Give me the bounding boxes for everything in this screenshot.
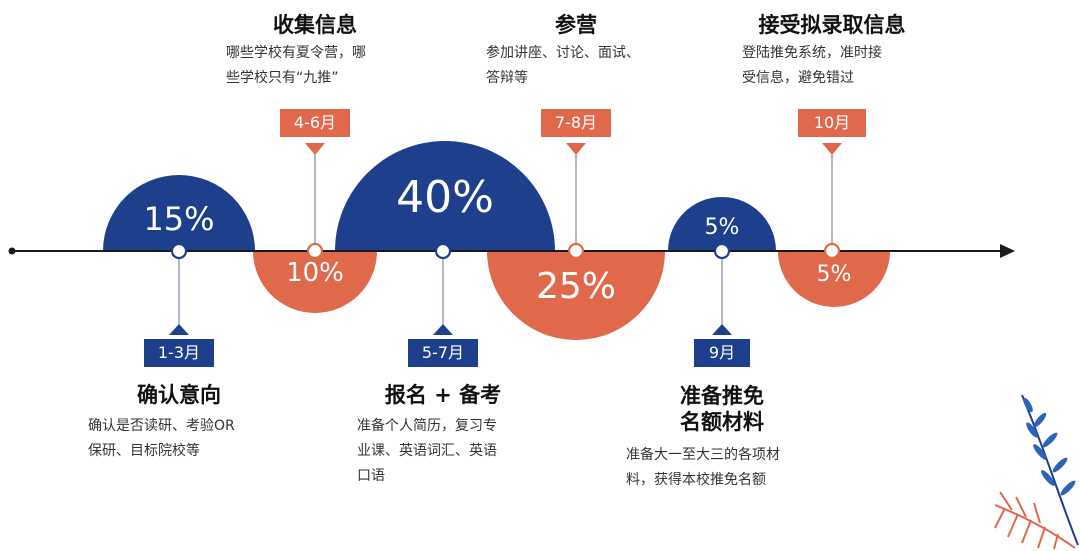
connector-lines: [178, 150, 833, 332]
stage-title-s6: 接受拟录取信息: [758, 13, 906, 37]
desc-line: 确认是否读研、考验OR: [88, 418, 235, 434]
stage-desc-s6: 登陆推免系统，准时接 受信息，避免错过: [742, 41, 942, 91]
percent-s3: 40%: [396, 172, 494, 223]
desc-line: 登陆推免系统，准时接: [742, 45, 882, 61]
up-arrow-icon: [433, 324, 453, 335]
stage-desc-s1: 确认是否读研、考验OR 保研、目标院校等: [88, 414, 288, 464]
stage-desc-s2: 哪些学校有夏令营，哪 些学校只有“九推”: [226, 41, 426, 91]
period-tag-s6: 10月: [798, 109, 866, 137]
desc-line: 准备大一至大三的各项材: [626, 447, 780, 463]
desc-line: 准备个人简历，复习专: [357, 418, 497, 434]
stage-title-s3: 报名 + 备考: [384, 383, 502, 407]
desc-line: 些学校只有“九推”: [226, 70, 339, 86]
semicircle-s5: [668, 197, 776, 251]
up-arrow-icon: [169, 324, 189, 335]
up-arrow-icon: [712, 324, 732, 335]
node-s3: [434, 242, 452, 260]
axis-arrow-icon: [1000, 244, 1015, 258]
down-arrow-icon: [566, 143, 586, 155]
period-tag-s3: 5-7月: [408, 339, 478, 367]
semicircle-s3: [335, 141, 555, 251]
period-tag-s4: 7-8月: [541, 109, 611, 137]
desc-line: 料，获得本校推免名额: [626, 472, 766, 488]
percent-s2: 10%: [286, 258, 344, 288]
leaf-decoration-icon: [994, 394, 1079, 550]
semicircle-s4: [487, 251, 665, 340]
desc-line: 答辩等: [486, 70, 528, 86]
axis-start-dot: [8, 247, 16, 255]
stage-title-s4: 参营: [555, 13, 597, 37]
stage-title-s5: 准备推免 名额材料: [642, 383, 802, 435]
percent-s6: 5%: [816, 262, 852, 287]
node-s2: [306, 242, 324, 260]
stage-desc-s5: 准备大一至大三的各项材 料，获得本校推免名额: [626, 443, 836, 493]
stage-desc-s4: 参加讲座、讨论、面试、 答辩等: [486, 41, 686, 91]
stage-desc-s3: 准备个人简历，复习专 业课、英语词汇、英语 口语: [357, 414, 557, 489]
down-arrow-icon: [305, 143, 325, 155]
period-tag-s2: 4-6月: [280, 109, 350, 137]
semicircle-s2: [253, 251, 377, 313]
period-tag-s5: 9月: [694, 339, 750, 367]
node-s5: [713, 242, 731, 260]
semicircle-s1: [103, 175, 255, 251]
semicircle-s6: [778, 251, 890, 307]
node-s1: [170, 242, 188, 260]
desc-line: 口语: [357, 468, 385, 484]
desc-line: 哪些学校有夏令营，哪: [226, 45, 366, 61]
percent-s5: 5%: [704, 215, 740, 240]
down-arrow-icon: [822, 143, 842, 155]
desc-line: 受信息，避免错过: [742, 70, 854, 86]
title-line: 名额材料: [680, 410, 764, 434]
percent-s4: 25%: [535, 266, 616, 307]
title-line: 准备推免: [680, 384, 764, 408]
desc-line: 保研、目标院校等: [88, 443, 200, 459]
percent-s1: 15%: [143, 200, 215, 238]
stage-title-s1: 确认意向: [137, 383, 221, 407]
period-tag-s1: 1-3月: [144, 339, 214, 367]
desc-line: 参加讲座、讨论、面试、: [486, 45, 640, 61]
desc-line: 业课、英语词汇、英语: [357, 443, 497, 459]
node-s6: [823, 242, 841, 260]
node-s4: [567, 242, 585, 260]
stage-title-s2: 收集信息: [273, 13, 357, 37]
